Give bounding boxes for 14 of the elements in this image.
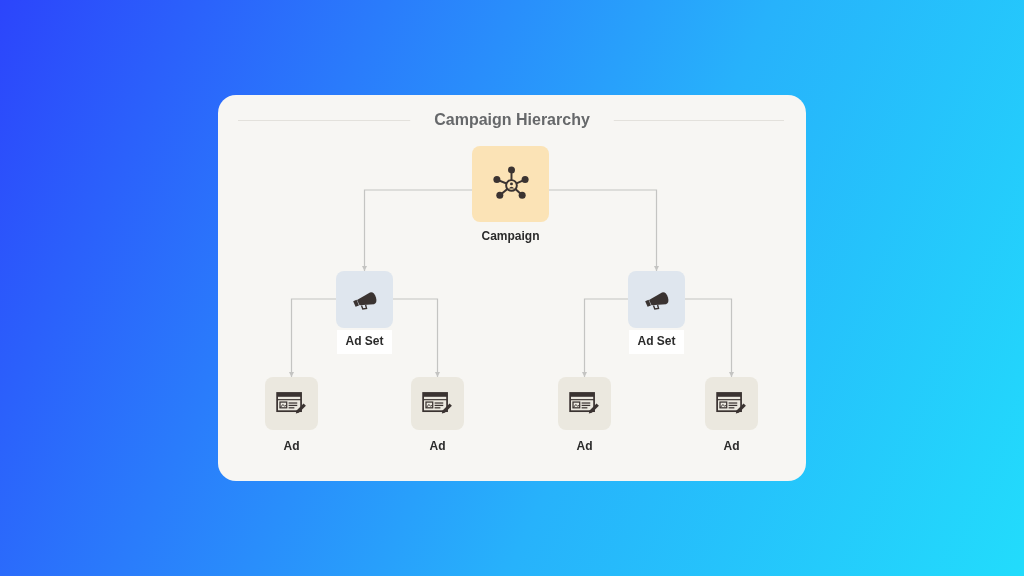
node-label: Ad (283, 439, 300, 453)
node-label: Ad Set (337, 330, 392, 354)
connector-arrow (392, 298, 440, 378)
connector-arrow (684, 298, 734, 378)
node-label: Ad (576, 439, 593, 453)
node-label: Ad Set (629, 330, 684, 354)
connector-arrow (289, 298, 337, 378)
node-label: Ad (723, 439, 740, 453)
connector-arrow (548, 189, 659, 272)
node-label: Ad (429, 439, 446, 453)
connector-arrow (362, 189, 473, 272)
node-label: Campaign (481, 229, 540, 243)
connector-arrow (582, 298, 629, 378)
diagram-title: Campaign Hierarchy (434, 110, 590, 129)
